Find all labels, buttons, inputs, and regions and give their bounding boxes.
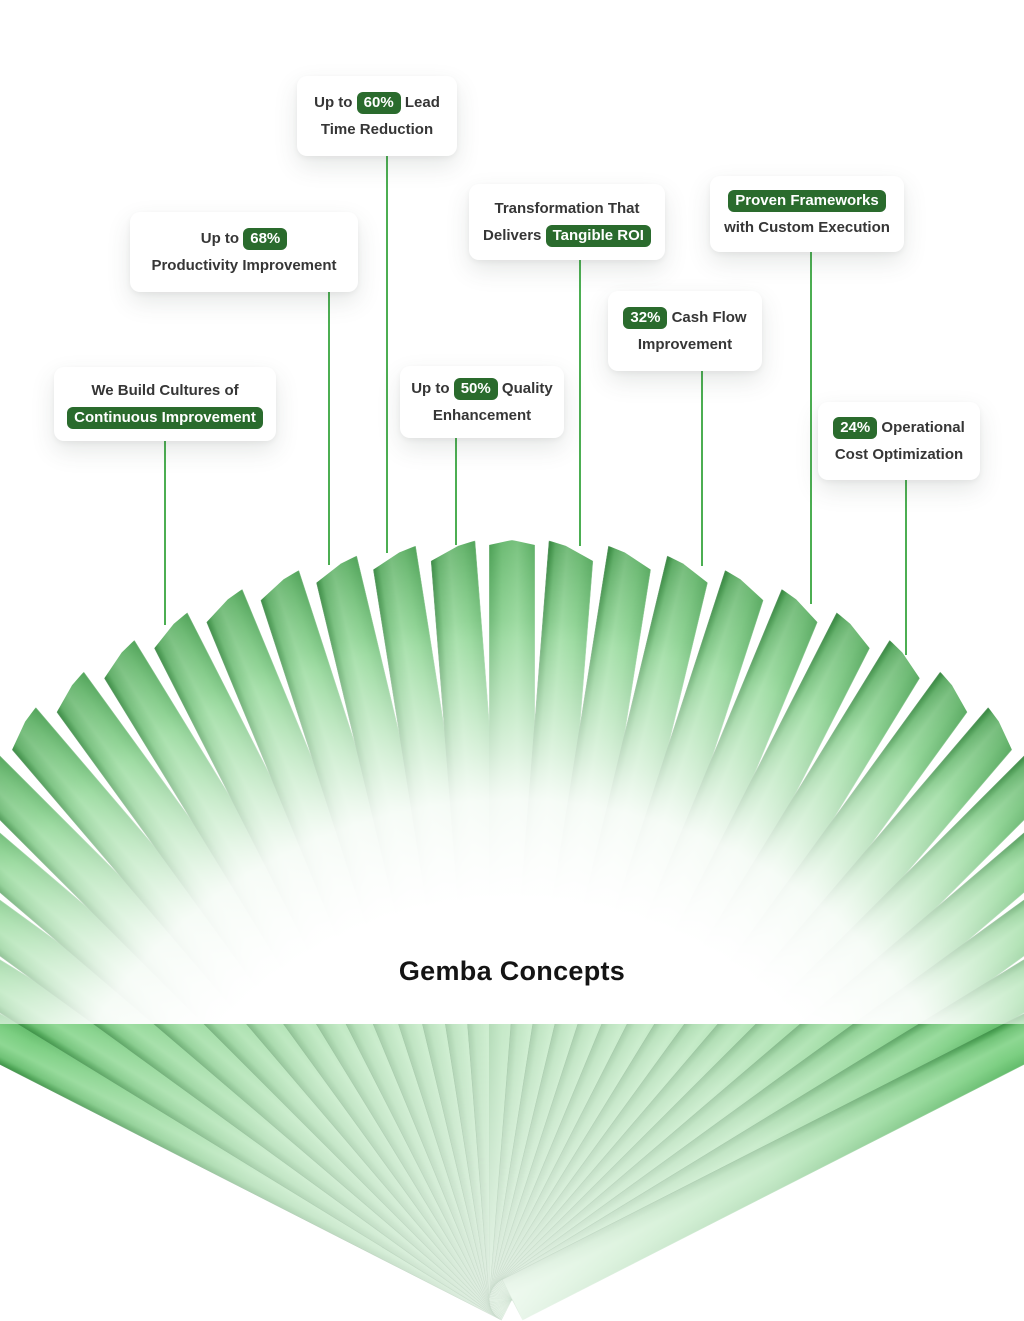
- card-line: Up to 50% Quality: [404, 375, 560, 402]
- card-text: Up to: [411, 380, 450, 397]
- card-line: Proven Frameworks: [714, 187, 900, 214]
- callout-card-roi: Transformation That Delivers Tangible RO…: [469, 184, 665, 260]
- connector-line-frameworks: [810, 249, 812, 604]
- connector-line-quality: [455, 436, 457, 545]
- brand-title: Gemba Concepts: [398, 956, 626, 986]
- card-text: Productivity Improvement: [151, 257, 337, 274]
- card-line: Time Reduction: [301, 116, 453, 143]
- callout-card-lead-time: Up to 60% Lead Time Reduction: [297, 76, 457, 156]
- callout-card-cashflow: 32% Cash Flow Improvement: [608, 291, 762, 371]
- card-text: Up to: [314, 94, 353, 111]
- callout-card-cultures: We Build Cultures of Continuous Improvem…: [54, 367, 276, 441]
- card-line: Productivity Improvement: [134, 252, 354, 279]
- card-line: 32% Cash Flow: [612, 304, 758, 331]
- connector-line-roi: [579, 257, 581, 546]
- card-text: Quality: [501, 380, 553, 397]
- metric-badge: 24%: [833, 417, 878, 439]
- metric-badge: Proven Frameworks: [728, 190, 886, 212]
- fan-graphic: [0, 540, 1024, 1024]
- card-line: 24% Operational: [822, 414, 976, 441]
- card-line: with Custom Execution: [714, 214, 900, 241]
- connector-line-lead-time: [386, 154, 388, 553]
- connector-line-cashflow: [701, 369, 703, 566]
- card-line: Enhancement: [404, 402, 560, 429]
- card-line: We Build Cultures of: [58, 377, 272, 404]
- card-text: Transformation That: [494, 200, 640, 217]
- metric-badge: 32%: [623, 307, 668, 329]
- card-line: Transformation That: [473, 195, 661, 222]
- metric-badge: Tangible ROI: [545, 225, 651, 247]
- connector-line-cost: [905, 478, 907, 655]
- card-text: Operational: [881, 419, 965, 436]
- connector-line-productivity: [328, 291, 330, 565]
- card-text: with Custom Execution: [724, 219, 890, 236]
- metric-badge: 50%: [453, 378, 498, 400]
- card-text: We Build Cultures of: [91, 382, 239, 399]
- card-text: Cash Flow: [671, 309, 747, 326]
- metric-badge: Continuous Improvement: [67, 407, 263, 429]
- card-line: Cost Optimization: [822, 441, 976, 468]
- card-line: Delivers Tangible ROI: [473, 222, 661, 249]
- callout-card-cost: 24% Operational Cost Optimization: [818, 402, 980, 480]
- connector-line-cultures: [164, 440, 166, 625]
- metric-badge: 68%: [243, 228, 288, 250]
- card-line: Continuous Improvement: [58, 404, 272, 431]
- card-text: Delivers: [483, 227, 542, 244]
- card-text: Cost Optimization: [834, 446, 964, 463]
- card-line: Up to 60% Lead: [301, 89, 453, 116]
- callout-card-productivity: Up to 68% Productivity Improvement: [130, 212, 358, 292]
- card-text: Time Reduction: [320, 121, 434, 138]
- callout-card-frameworks: Proven Frameworks with Custom Execution: [710, 176, 904, 252]
- metric-badge: 60%: [356, 92, 401, 114]
- card-text: Improvement: [637, 336, 733, 353]
- card-line: Up to 68%: [134, 225, 354, 252]
- callout-card-quality: Up to 50% Quality Enhancement: [400, 366, 564, 438]
- card-text: Enhancement: [432, 407, 532, 424]
- card-text: Up to: [200, 230, 240, 247]
- card-line: Improvement: [612, 331, 758, 358]
- card-text: Lead: [404, 94, 440, 111]
